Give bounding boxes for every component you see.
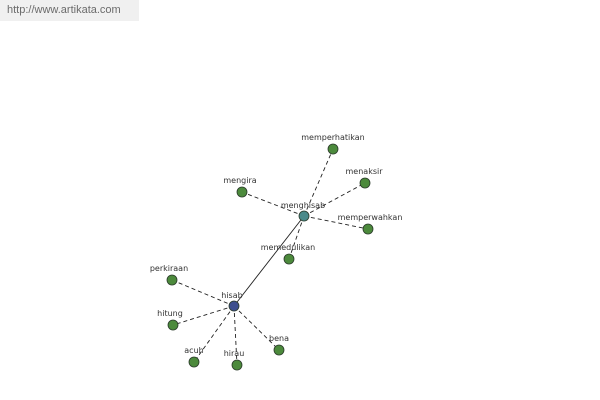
labels-layer: memperhatikan menaksir mengira memperwahkan… bbox=[150, 133, 403, 358]
node-memperhatikan[interactable] bbox=[327, 143, 339, 155]
edge-hisab-acuh bbox=[193, 305, 235, 363]
label-memedulikan: memedulikan bbox=[261, 243, 316, 252]
label-bena: bena bbox=[269, 334, 289, 343]
edge-hisab-hitung bbox=[172, 305, 235, 326]
edge-hisab-perkiraan bbox=[171, 279, 235, 307]
node-hitung[interactable] bbox=[167, 319, 179, 331]
label-memperhatikan: memperhatikan bbox=[301, 133, 364, 142]
hub-label-hisab: hisab bbox=[221, 291, 242, 300]
label-acuh: acuh bbox=[184, 346, 203, 355]
node-memperwahkan[interactable] bbox=[362, 223, 374, 235]
label-menaksir: menaksir bbox=[346, 167, 384, 176]
edge-menghisab-menaksir bbox=[303, 182, 366, 217]
node-bena[interactable] bbox=[273, 344, 285, 356]
hub-node-menghisab[interactable] bbox=[298, 210, 310, 222]
edge-menghisab-memperhatikan bbox=[303, 148, 334, 217]
edge-menghisab-memperwahkan bbox=[303, 215, 369, 230]
nodes-layer bbox=[166, 143, 374, 371]
edge-hisab-hirau bbox=[233, 305, 238, 366]
edge-menghisab-memedulikan bbox=[288, 215, 305, 260]
edge-hisab-menghisab bbox=[233, 215, 305, 307]
hub-node-hisab[interactable] bbox=[228, 300, 240, 312]
node-menaksir[interactable] bbox=[359, 177, 371, 189]
edge-hisab-bena bbox=[233, 305, 280, 351]
node-hirau[interactable] bbox=[231, 359, 243, 371]
edges-layer bbox=[171, 148, 369, 366]
url-banner: http://www.artikata.com bbox=[0, 0, 139, 21]
node-acuh[interactable] bbox=[188, 356, 200, 368]
site-url-text: http://www.artikata.com bbox=[7, 4, 121, 16]
label-mengira: mengira bbox=[223, 176, 256, 185]
node-mengira[interactable] bbox=[236, 186, 248, 198]
label-hitung: hitung bbox=[157, 309, 183, 318]
hub-label-menghisab: menghisab bbox=[281, 201, 325, 210]
node-memedulikan[interactable] bbox=[283, 253, 295, 265]
node-perkiraan[interactable] bbox=[166, 274, 178, 286]
label-hirau: hirau bbox=[224, 349, 245, 358]
label-memperwahkan: memperwahkan bbox=[338, 213, 403, 222]
label-perkiraan: perkiraan bbox=[150, 264, 188, 273]
